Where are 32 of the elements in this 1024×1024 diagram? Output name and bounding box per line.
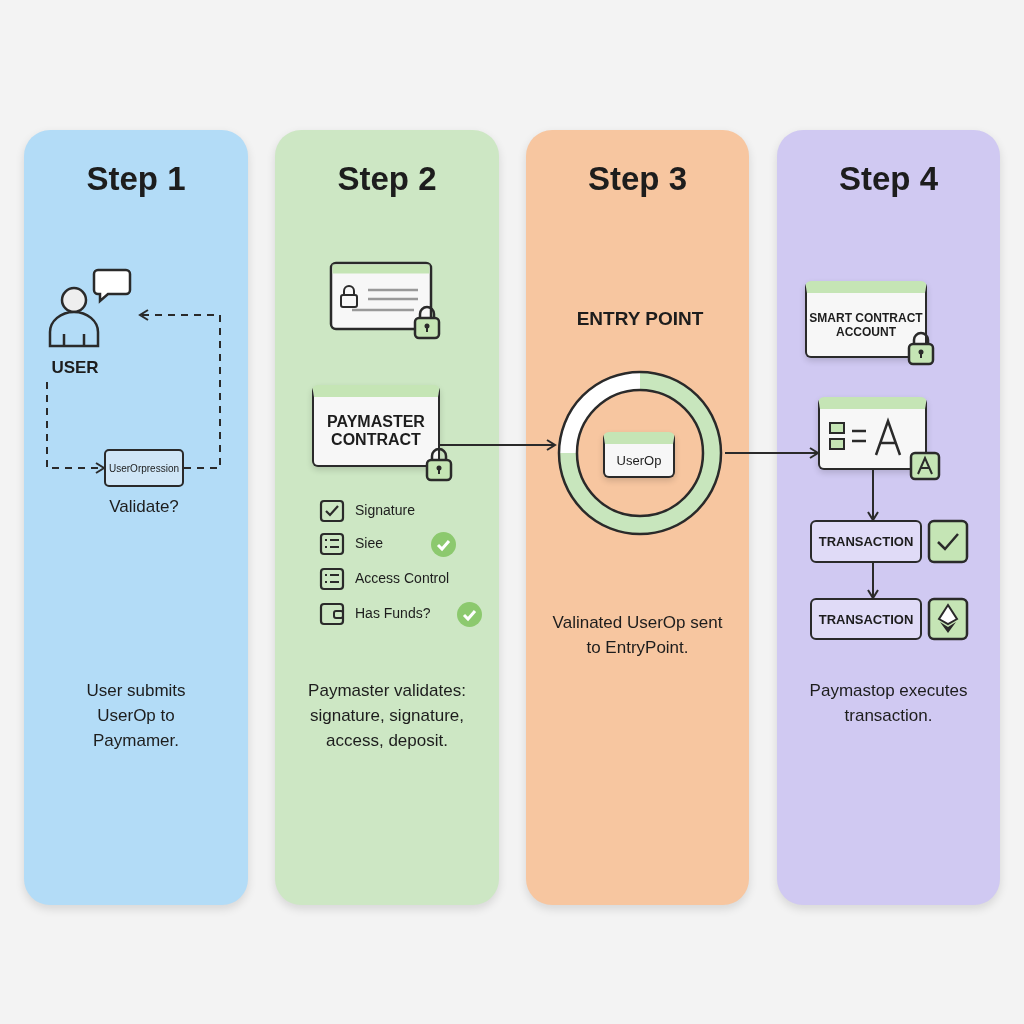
step-heading: Step 1 — [85, 160, 187, 198]
caption-text: Validate? — [108, 497, 180, 517]
step-heading: Step 2 — [336, 160, 438, 198]
transaction-box: TRANSACTION — [810, 520, 922, 563]
step-description: Paymaster validates: signature, signature, access, deposit. — [307, 680, 467, 752]
arrow — [439, 439, 556, 451]
step-panel — [275, 130, 499, 905]
arrow — [867, 469, 879, 521]
checklist-item: Access Control — [355, 570, 450, 586]
contract-card: SMART CONTRACT ACCOUNT — [805, 281, 927, 358]
step-panel — [777, 130, 1000, 905]
step-heading: Step 3 — [586, 160, 688, 198]
user-label: USER — [50, 358, 100, 378]
step-description: Paymastop executes transaction. — [808, 680, 969, 727]
step-heading: Step 4 — [837, 160, 939, 198]
form-card — [818, 397, 927, 470]
arrow — [724, 447, 819, 459]
contract-card: UserOp — [603, 432, 675, 478]
userop-box: UserOrpression — [104, 449, 184, 487]
step-panel — [526, 130, 749, 905]
ring-title: ENTRY POINT — [575, 308, 705, 330]
step-description: User submits UserOp to Paymamer. — [85, 680, 187, 752]
arrow — [46, 381, 105, 474]
step-panel — [24, 130, 248, 905]
checklist-item: Siee — [355, 535, 384, 551]
checklist-item: Has Funds? — [355, 605, 431, 621]
checklist-item: Signature — [355, 502, 415, 518]
arrow — [139, 309, 221, 469]
contract-card: PAYMASTER CONTRACT — [312, 385, 440, 467]
arrow — [867, 562, 879, 599]
step-description: Valinated UserOp sent to EntryPoint. — [552, 612, 723, 659]
transaction-box: TRANSACTION — [810, 598, 922, 640]
